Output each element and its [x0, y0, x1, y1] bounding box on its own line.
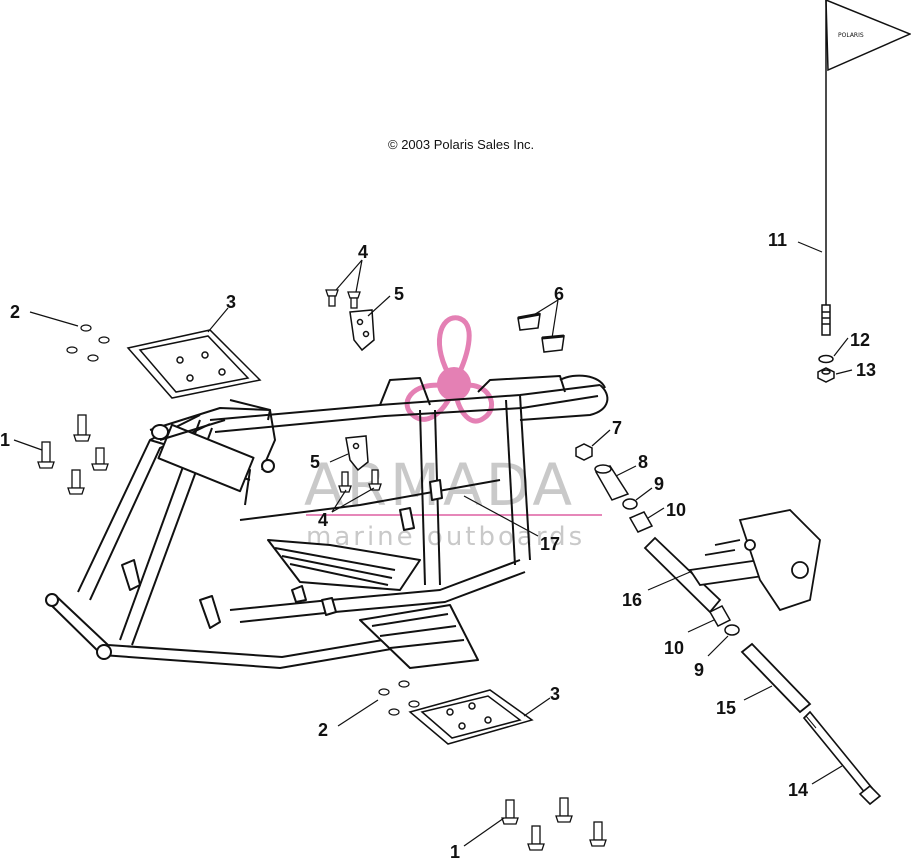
washer-9-upper [622, 498, 638, 510]
callout-12: 12 [850, 330, 870, 350]
washers-upper [66, 324, 110, 362]
callout-3-upper: 3 [226, 292, 236, 312]
bolts-upper [37, 414, 109, 495]
callout-10-lower: 10 [664, 638, 684, 658]
washer-12 [818, 354, 834, 364]
callout-14: 14 [788, 780, 808, 800]
nut-13 [817, 367, 835, 383]
callout-5-lower: 5 [310, 452, 320, 472]
callout-6: 6 [554, 284, 564, 304]
screws-lower [338, 469, 382, 493]
callout-labels: 1 1 2 2 3 3 4 4 5 5 6 7 8 9 9 10 10 11 1… [0, 230, 876, 860]
callout-2-upper: 2 [10, 302, 20, 322]
atv-frame [45, 374, 609, 669]
callout-3-lower: 3 [550, 684, 560, 704]
callout-11: 11 [768, 230, 787, 250]
callout-9-upper: 9 [654, 474, 664, 494]
watermark-subtitle: marine outboards [306, 522, 585, 552]
footrest-plate-upper [126, 329, 262, 399]
callout-16: 16 [622, 590, 642, 610]
watermark-propeller-icon [404, 315, 495, 424]
callout-1-upper: 1 [0, 430, 10, 450]
screws-upper [325, 289, 361, 309]
callout-13: 13 [856, 360, 876, 380]
safety-flag: POLARIS [821, 0, 911, 336]
callout-9-lower: 9 [694, 660, 704, 680]
steering-post-16 [643, 509, 821, 614]
callout-15: 15 [716, 698, 736, 718]
callout-4-upper: 4 [358, 242, 368, 262]
flag-label: POLARIS [838, 32, 864, 39]
bushing-10-upper [628, 511, 654, 533]
bracket-lower [345, 435, 369, 472]
bolts-lower [501, 797, 607, 851]
callout-4-lower: 4 [318, 510, 328, 530]
callout-17: 17 [540, 534, 560, 554]
footrest-plate-lower [408, 689, 534, 745]
callout-10-upper: 10 [666, 500, 686, 520]
tube-15 [740, 642, 812, 714]
washers-lower [378, 680, 420, 716]
callout-1-lower: 1 [450, 842, 460, 860]
callout-8: 8 [638, 452, 648, 472]
caps [517, 312, 565, 353]
callout-2-lower: 2 [318, 720, 328, 740]
copyright-notice: © 2003 Polaris Sales Inc. [388, 137, 535, 152]
nut-7 [575, 443, 593, 461]
washer-9-lower [724, 624, 740, 636]
bushing-10-lower [708, 605, 732, 627]
spacer-8 [594, 464, 630, 501]
bolt-14 [802, 710, 882, 806]
leader-lines [13, 241, 853, 847]
callout-5-upper: 5 [394, 284, 404, 304]
bracket-upper [349, 309, 375, 352]
callout-7: 7 [612, 418, 622, 438]
watermark-logo: ARMADA marine outboards [304, 315, 602, 552]
